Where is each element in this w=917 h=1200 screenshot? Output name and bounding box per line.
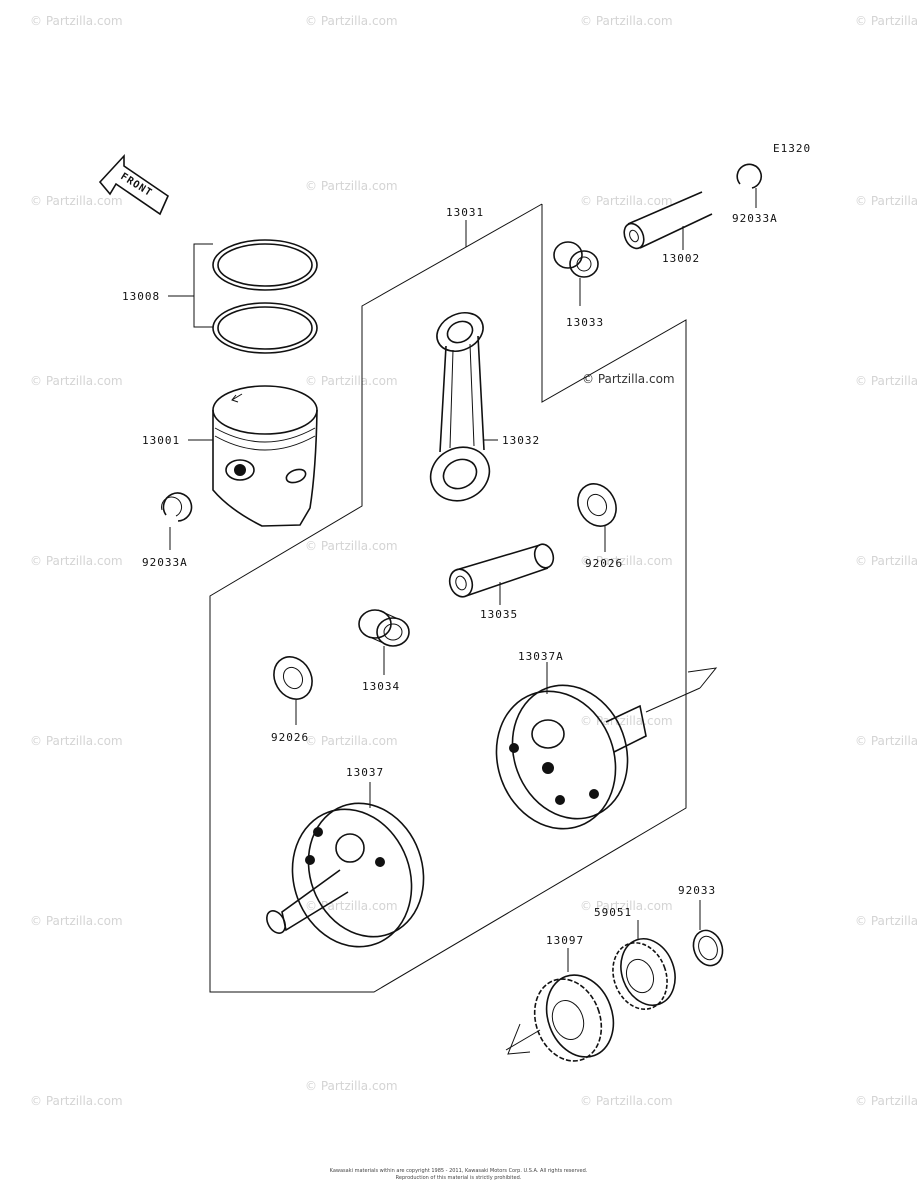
- part-number-label: 13033: [566, 316, 604, 329]
- watermark: © Partzilla.com: [855, 914, 917, 928]
- watermark: © Partzilla.com: [305, 899, 398, 913]
- part-number-label: 92033A: [142, 556, 188, 569]
- copyright-line: Kawasaki materials within are copyright …: [329, 1168, 588, 1174]
- watermark: © Partzilla.com: [30, 1094, 123, 1108]
- part-number-label: 13002: [662, 252, 700, 265]
- watermark: © Partzilla.com: [580, 1094, 673, 1108]
- part-number-label: 13037A: [518, 650, 564, 663]
- watermark: © Partzilla.com: [305, 539, 398, 553]
- part-number-label: 92026: [271, 731, 309, 744]
- watermark: © Partzilla.com: [30, 14, 123, 28]
- assembly-outline: [209, 203, 687, 993]
- watermark: © Partzilla.com: [305, 374, 398, 388]
- circlip-right: [736, 163, 762, 208]
- watermark: © Partzilla.com: [30, 734, 123, 748]
- watermark: © Partzilla.com: [855, 1094, 917, 1108]
- watermark: © Partzilla.com: [305, 734, 398, 748]
- watermark: © Partzilla.com: [855, 14, 917, 28]
- gear-large: [505, 948, 615, 1062]
- watermark: © Partzilla.com: [855, 374, 917, 388]
- watermark: © Partzilla.com: [855, 554, 917, 568]
- part-number-label: 13035: [480, 608, 518, 621]
- crankshaft-half-right: [495, 662, 718, 830]
- watermark-center: © Partzilla.com: [582, 372, 675, 386]
- copyright-line-2: Reproduction of this material is strictl…: [395, 1175, 522, 1181]
- circlip-left: [161, 492, 193, 550]
- part-number-label: 13001: [142, 434, 180, 447]
- watermark: © Partzilla.com: [30, 194, 123, 208]
- watermark: © Partzilla.com: [30, 554, 123, 568]
- snap-ring: [692, 900, 724, 967]
- part-number-label: 13034: [362, 680, 400, 693]
- piston-rings: [168, 239, 318, 354]
- crankshaft-half-left: [266, 782, 425, 948]
- part-number-label: 59051: [594, 906, 632, 919]
- crank-pin: [448, 543, 555, 605]
- diagram-code: E1320: [773, 142, 811, 155]
- part-number-label: 13097: [546, 934, 584, 947]
- watermark: © Partzilla.com: [30, 374, 123, 388]
- piston: [188, 385, 318, 527]
- thrust-washer-lower: [273, 656, 313, 725]
- needle-bearing-upper: [553, 241, 599, 306]
- connecting-rod: [429, 311, 498, 502]
- needle-bearing-lower: [358, 609, 410, 675]
- watermark-layer: © Partzilla.com © Partzilla.com © Partzi…: [30, 14, 917, 1108]
- watermark: © Partzilla.com: [580, 194, 673, 208]
- part-number-label: 13008: [122, 290, 160, 303]
- watermark: © Partzilla.com: [305, 1079, 398, 1093]
- part-number-label: 13037: [346, 766, 384, 779]
- part-number-label: 92033: [678, 884, 716, 897]
- watermark: © Partzilla.com: [855, 194, 917, 208]
- watermark: © Partzilla.com: [580, 899, 673, 913]
- watermark: © Partzilla.com: [305, 14, 398, 28]
- part-number-label: 13032: [502, 434, 540, 447]
- watermark: © Partzilla.com: [580, 554, 673, 568]
- piston-pin: [623, 191, 713, 250]
- part-number-label: 92026: [585, 557, 623, 570]
- part-number-label: 92033A: [732, 212, 778, 225]
- thrust-washer-upper: [577, 483, 617, 552]
- watermark: © Partzilla.com: [30, 914, 123, 928]
- part-labels: 13031 13002 92033A 13033 13008 13001 130…: [122, 206, 778, 947]
- part-number-label: 13031: [446, 206, 484, 219]
- gear-small: [612, 920, 676, 1010]
- watermark: © Partzilla.com: [580, 714, 673, 728]
- watermark: © Partzilla.com: [580, 14, 673, 28]
- watermark: © Partzilla.com: [305, 179, 398, 193]
- watermark: © Partzilla.com: [855, 734, 917, 748]
